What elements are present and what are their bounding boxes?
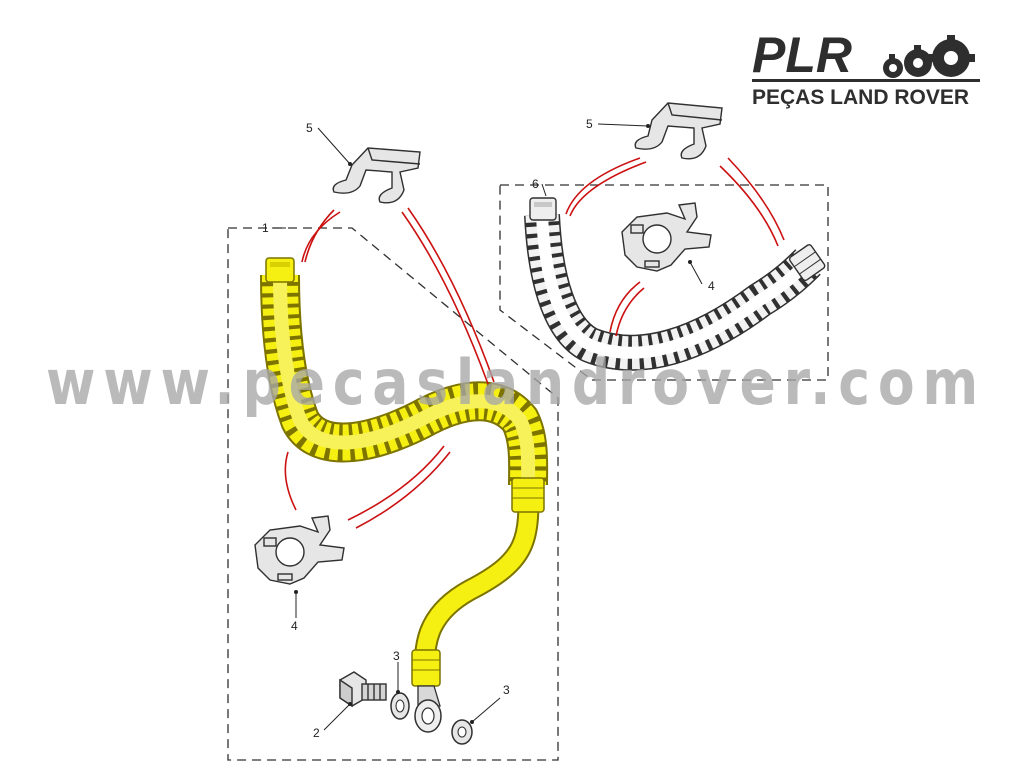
retaining-clip-right (634, 102, 723, 160)
sealing-washer-left (390, 692, 410, 720)
callout-item-4-left: 4 (291, 619, 298, 633)
banjo-bolt (339, 671, 387, 708)
callout-item-5-right: 5 (586, 117, 593, 131)
callout-item-2: 2 (313, 726, 320, 740)
retaining-clip-left (332, 147, 421, 204)
callout-item-1: 1 (262, 221, 269, 235)
callout-item-5-left: 5 (306, 121, 313, 135)
callout-item-6: 6 (532, 177, 539, 191)
gears-icon (883, 35, 975, 78)
brake-hose-highlighted (260, 257, 549, 733)
brake-hose-item-6 (524, 197, 826, 371)
callout-leader-lines (272, 123, 703, 731)
group-box-item-6 (499, 184, 829, 381)
assembly-leader-lines (284, 157, 785, 529)
pipe-lower-fitting (411, 649, 441, 687)
top-end-fitting (265, 257, 295, 283)
hose-clamp-left (254, 515, 345, 585)
hose-ferrule (511, 477, 545, 513)
logo-brand-text: PLR (752, 27, 852, 83)
brand-logo: PLR PEÇAS LAND ROVER (752, 27, 980, 109)
sealing-washer-right (451, 719, 473, 745)
callout-item-4-right: 4 (708, 279, 715, 293)
callout-item-3-left: 3 (393, 649, 400, 663)
logo-subtitle-text: PEÇAS LAND ROVER (752, 86, 969, 109)
watermark-url: www.pecaslandrover.com (46, 346, 986, 419)
logo-divider (752, 79, 980, 82)
hose-clamp-right (621, 202, 712, 272)
callout-item-3-right: 3 (503, 683, 510, 697)
group-box-item-1 (227, 227, 559, 761)
callout-arrowheads (294, 124, 692, 724)
